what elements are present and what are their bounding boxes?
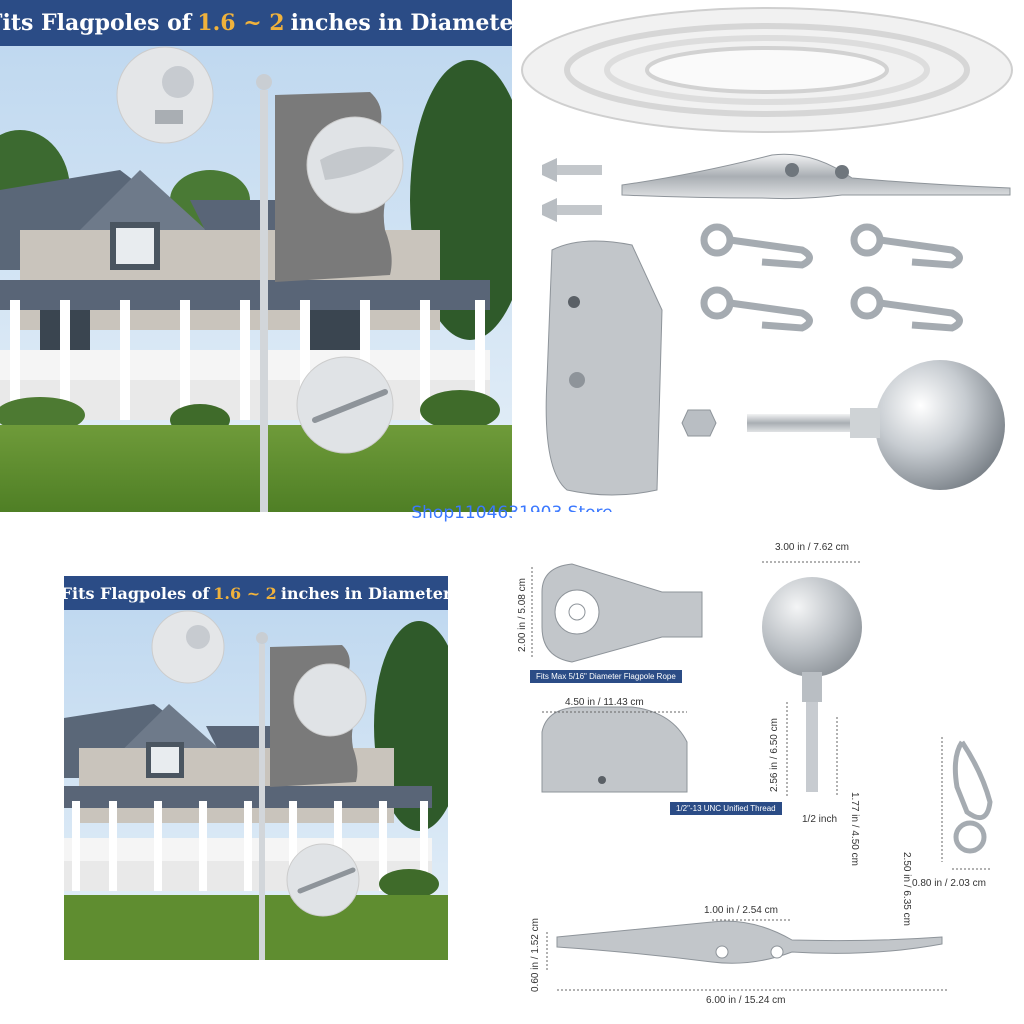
kit-components-photo — [512, 0, 1024, 512]
bolt-length-label: 1.77 in / 4.50 cm — [849, 792, 860, 866]
snap-height-label: 2.50 in / 6.35 cm — [901, 852, 912, 926]
diameter-banner-top: Fits Flagpoles of 1.6 ~ 2 inches in Diam… — [0, 0, 512, 46]
screws — [542, 158, 602, 222]
snap-hooks — [700, 223, 963, 332]
banner-size: 1.6 ~ 2 — [197, 10, 285, 36]
house-scene-illustration — [0, 0, 512, 512]
truck-pulley — [545, 240, 663, 496]
cleat-hole-spacing-label: 1.00 in / 2.54 cm — [704, 905, 778, 916]
banner-suffix: inches in Diameter — [290, 10, 512, 36]
rope-coil — [521, 7, 1013, 133]
cleat-length-label: 6.00 in / 15.24 cm — [706, 995, 786, 1006]
banner-suffix-small: inches in Diameter — [280, 583, 448, 603]
ball-height-label: 2.56 in / 6.50 cm — [769, 718, 780, 792]
kit-components-illustration — [521, 7, 1013, 496]
dimension-diagram-illustration — [531, 561, 993, 991]
truck-length-label: 4.50 in / 11.43 cm — [565, 697, 644, 708]
banner-size-small: 1.6 ~ 2 — [213, 583, 277, 603]
ball-top — [875, 360, 1005, 490]
house-photo-bottom: Fits Flagpoles of 1.6 ~ 2 inches in Diam… — [64, 576, 448, 960]
truck-height-label: 2.00 in / 5.08 cm — [517, 578, 528, 652]
thread-note-tag: 1/2"-13 UNC Unified Thread — [670, 802, 782, 815]
house-photo-top: Fits Flagpoles of 1.6 ~ 2 inches in Diam… — [0, 0, 512, 512]
banner-prefix-small: Fits Flagpoles of — [64, 583, 210, 603]
cleat-height-label: 0.60 in / 1.52 cm — [530, 918, 541, 992]
snap-width-label: 0.80 in / 2.03 cm — [912, 878, 986, 889]
bolt-size-label: 1/2 inch — [802, 814, 838, 825]
diameter-banner-bottom: Fits Flagpoles of 1.6 ~ 2 inches in Diam… — [64, 576, 448, 610]
house-scene-illustration-small — [64, 576, 448, 960]
banner-prefix: Fits Flagpoles of — [0, 10, 192, 36]
cleat — [621, 153, 1011, 200]
truck-width-label: 3.00 in / 7.62 cm — [775, 542, 849, 553]
rope-note-tag: Fits Max 5/16" Diameter Flagpole Rope — [530, 670, 682, 683]
dimension-diagram: 3.00 in / 7.62 cm 2.00 in / 5.08 cm Fits… — [512, 512, 1024, 1024]
